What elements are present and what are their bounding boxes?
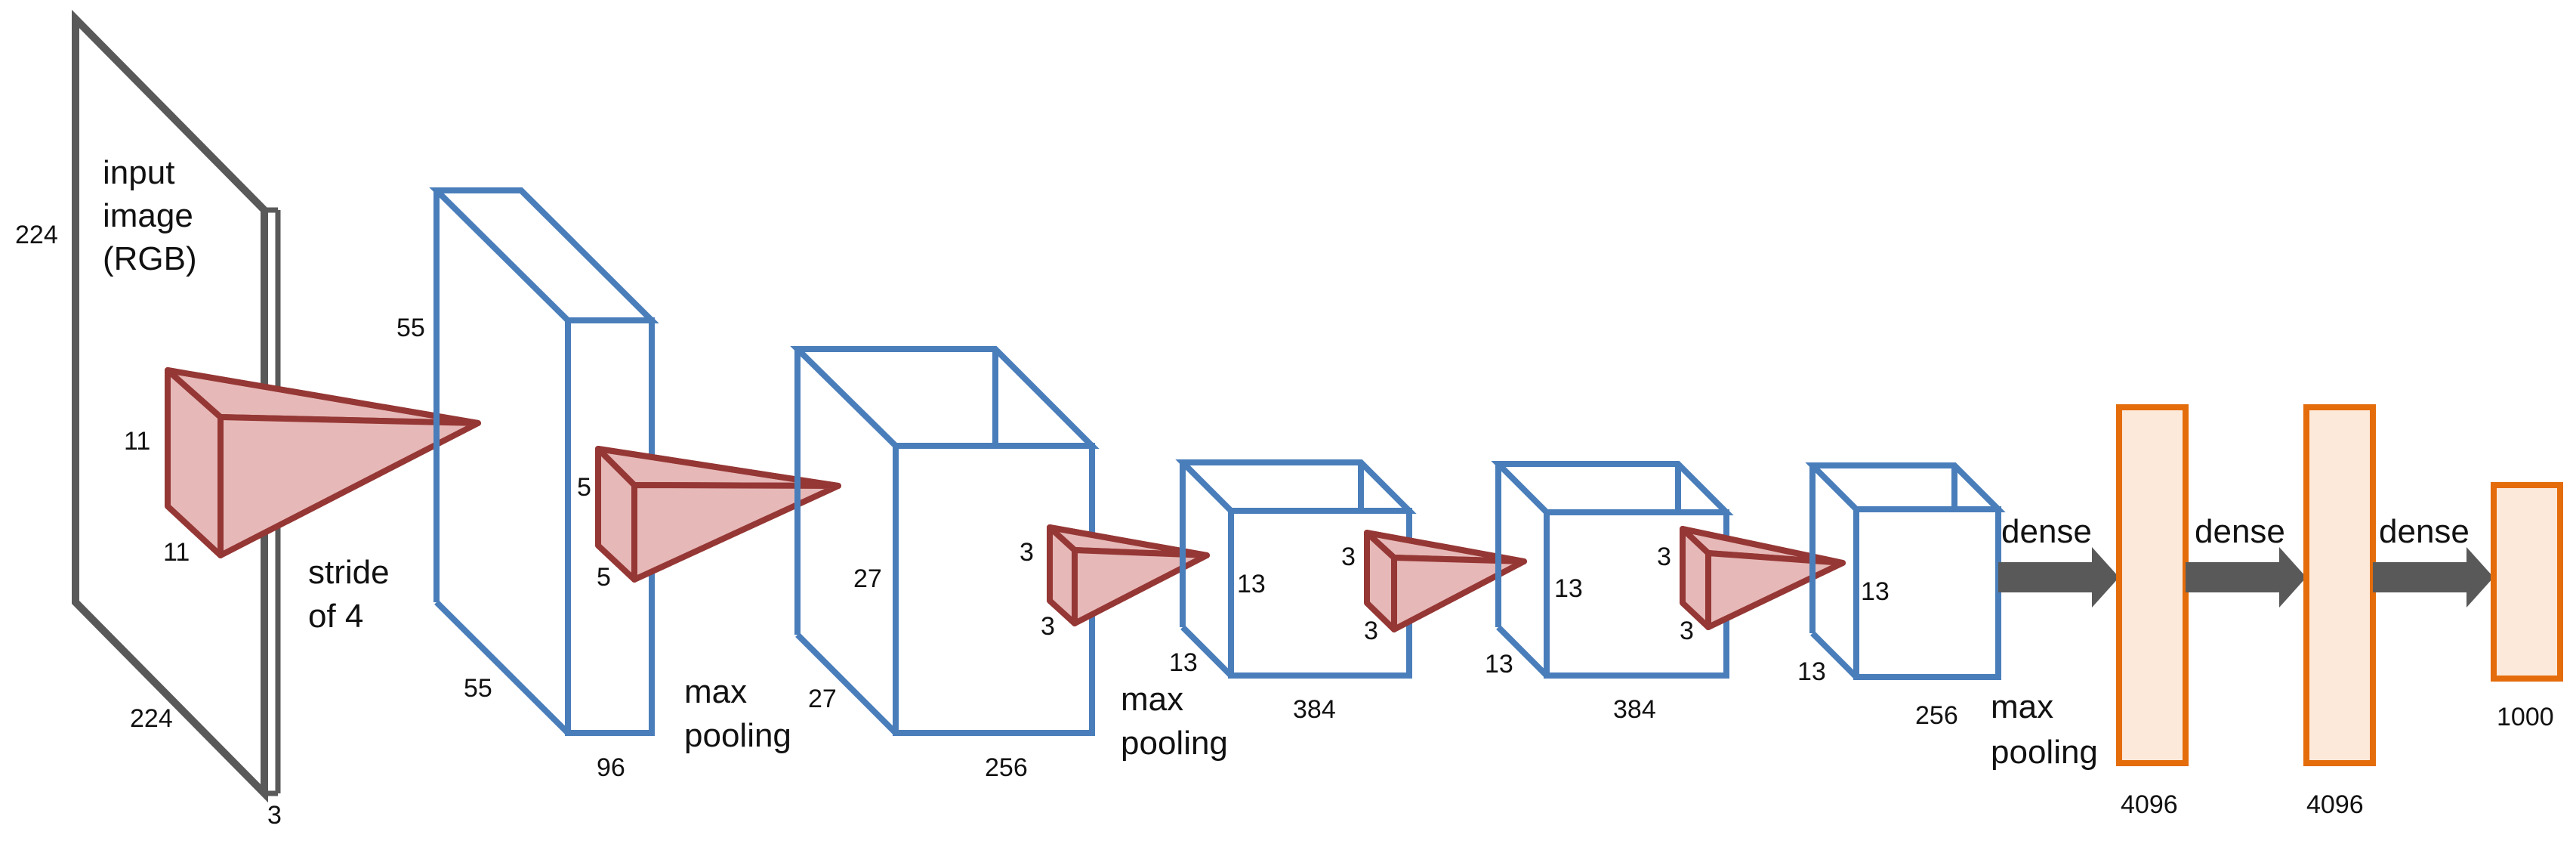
input-kernel-width-label: 11: [163, 538, 190, 567]
conv2-kernel-pyramid: [595, 446, 841, 583]
conv2-width-label: 27: [808, 685, 837, 713]
pool3-line-1: max: [1991, 688, 2053, 725]
conv3-kernel-height-label: 3: [1341, 543, 1356, 571]
conv1-depth-label: 96: [597, 753, 625, 782]
conv1-kernel-height-label: 5: [577, 473, 591, 502]
input-depth-label: 3: [267, 801, 282, 830]
fc7-size-label: 4096: [2306, 790, 2364, 819]
conv1-width-label: 55: [464, 674, 492, 703]
conv3-kernel-width-label: 3: [1364, 617, 1378, 645]
conv5-kernel-pyramid: [1680, 526, 1846, 630]
input-title-line-2: image: [103, 197, 193, 234]
input-title-line-3: (RGB): [103, 240, 197, 277]
conv1-volume: [429, 187, 659, 736]
conv4-width-label: 13: [1485, 650, 1513, 679]
input-kernel-height-label: 11: [124, 427, 150, 456]
fc6-size-label: 4096: [2121, 790, 2178, 819]
pool3-label: max pooling: [1991, 688, 2098, 771]
fc7-layer: [2303, 404, 2376, 766]
conv1-kernel-pyramid: [165, 367, 481, 558]
conv3-width-label: 13: [1169, 648, 1198, 677]
dense-arrow-3-label: dense: [2379, 513, 2470, 550]
conv1-kernel-width-label: 5: [597, 563, 611, 592]
pool1-label: max pooling: [684, 673, 791, 754]
input-title-line-1: input: [103, 154, 174, 191]
dense-arrow-3: [2373, 547, 2494, 608]
conv3-height-label: 13: [1237, 570, 1266, 598]
conv5-width-label: 13: [1797, 657, 1826, 686]
conv5-height-label: 13: [1861, 577, 1890, 606]
pool1-line-1: max: [684, 673, 747, 710]
pool3-line-2: pooling: [1991, 734, 2098, 771]
pool1-line-2: pooling: [684, 717, 791, 754]
conv4-depth-label: 384: [1613, 695, 1656, 724]
dense-arrow-1: [1998, 547, 2119, 608]
pool2-line-2: pooling: [1121, 725, 1228, 762]
fc6-layer: [2116, 404, 2189, 766]
conv4-height-label: 13: [1554, 574, 1583, 603]
conv2-height-label: 27: [853, 564, 882, 593]
conv5-depth-label: 256: [1915, 701, 1958, 730]
conv3-depth-label: 384: [1293, 695, 1336, 724]
stride-line-1: stride: [308, 554, 390, 591]
dense-arrow-2: [2186, 547, 2306, 608]
conv4-kernel-pyramid: [1364, 530, 1527, 632]
input-image-title: input image (RGB): [103, 154, 202, 277]
input-width-label: 224: [130, 704, 173, 733]
pool2-label: max pooling: [1121, 681, 1228, 762]
stride-label: stride of 4: [308, 554, 399, 635]
fc8-size-label: 1000: [2497, 703, 2554, 731]
conv5-volume: [1805, 462, 2006, 680]
conv1-height-label: 55: [396, 314, 425, 342]
conv2-kernel-height-label: 3: [1020, 538, 1034, 567]
conv3-kernel-pyramid: [1047, 524, 1210, 626]
conv4-kernel-height-label: 3: [1657, 543, 1671, 571]
input-height-label: 224: [15, 221, 58, 249]
stride-line-2: of 4: [308, 598, 363, 635]
conv4-kernel-width-label: 3: [1680, 617, 1694, 645]
dense-arrow-1-label: dense: [2001, 513, 2092, 550]
pool2-line-1: max: [1121, 681, 1183, 718]
conv2-kernel-width-label: 3: [1041, 612, 1055, 641]
dense-arrow-2-label: dense: [2195, 513, 2285, 550]
fc8-layer: [2491, 482, 2563, 682]
conv2-depth-label: 256: [985, 753, 1028, 782]
